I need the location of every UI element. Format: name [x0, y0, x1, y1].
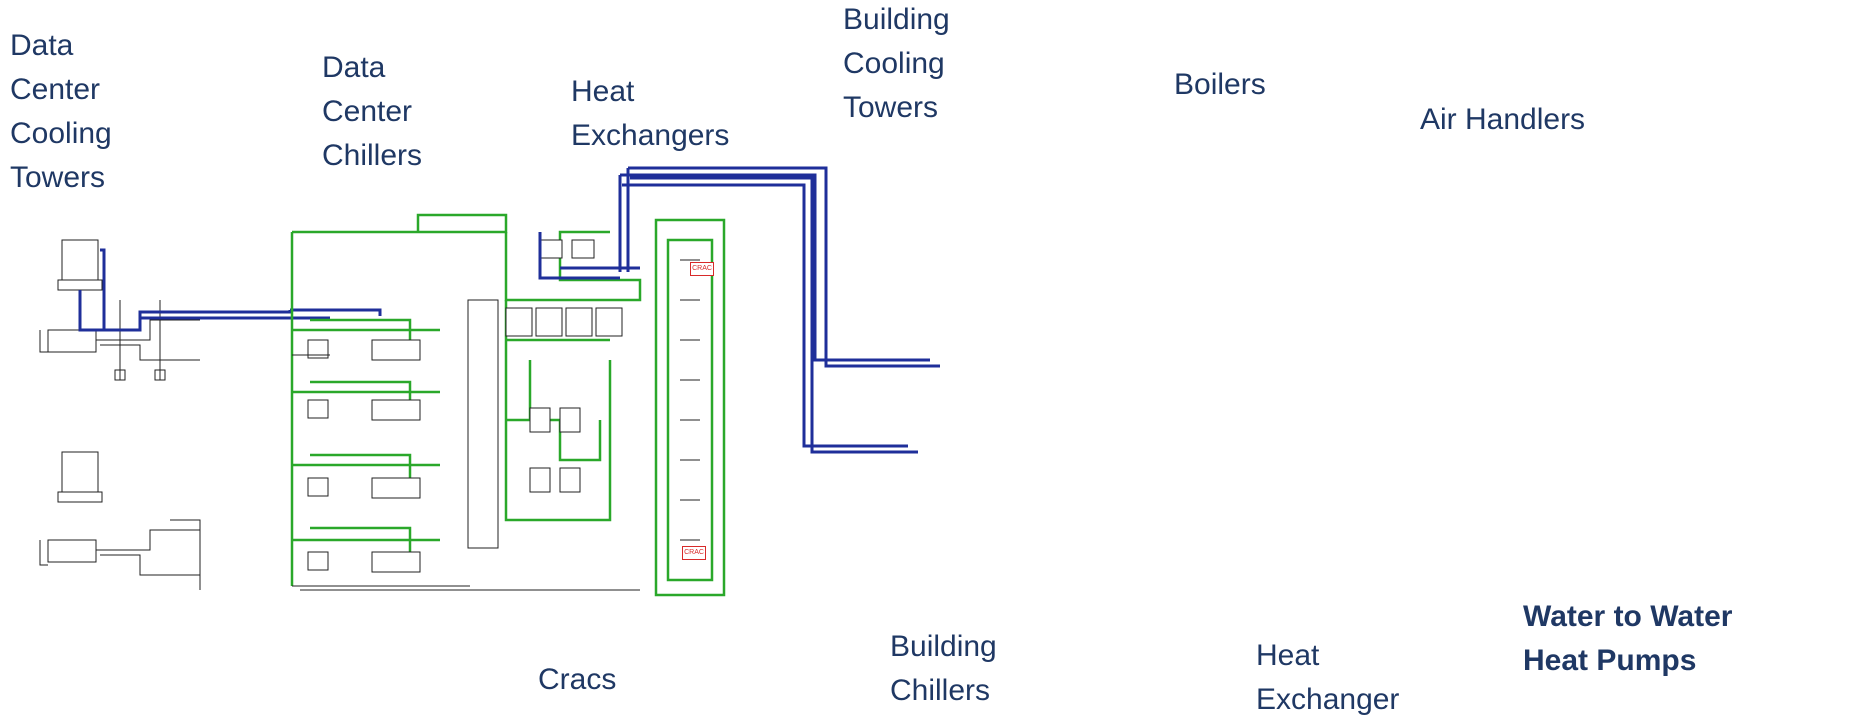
label-line: Cracs	[538, 663, 617, 696]
label-line: Center	[10, 73, 101, 106]
heat-exchanger-bank	[505, 239, 623, 493]
label-wtw-heat-pumps: Water to Water Heat Pumps	[1523, 595, 1732, 683]
label-line: Data	[322, 51, 386, 84]
crac-tag-bottom: CRAC	[682, 546, 706, 560]
label-heat-exchanger: Heat Exchanger	[1256, 634, 1399, 722]
label-line: Building	[890, 630, 997, 663]
label-dc-cooling-towers: Data Center Cooling Towers	[10, 24, 112, 200]
label-line: Data	[10, 29, 74, 62]
label-air-handlers: Air Handlers	[1420, 98, 1585, 142]
label-bldg-cooling-towers: Building Cooling Towers	[843, 0, 950, 130]
label-line: Chillers	[890, 674, 991, 707]
label-line: Cooling	[10, 117, 112, 150]
label-line: Heat	[1256, 639, 1320, 672]
label-line: Air Handlers	[1420, 103, 1586, 136]
crac-column	[680, 259, 700, 541]
label-line: Exchangers	[571, 119, 730, 152]
condenser-loop-left	[78, 248, 382, 332]
chiller-units	[292, 299, 640, 591]
label-line: Exchanger	[1256, 683, 1400, 716]
crac-tag-top: CRAC	[690, 262, 714, 276]
label-line: Cooling	[843, 47, 945, 80]
data-center-cooling-towers	[39, 239, 201, 590]
label-heat-exchangers: Heat Exchangers	[571, 70, 729, 158]
label-line: Water to Water	[1523, 600, 1733, 633]
label-line: Center	[322, 95, 413, 128]
label-boilers: Boilers	[1174, 63, 1266, 107]
label-line: Building	[843, 3, 950, 36]
label-dc-chillers: Data Center Chillers	[322, 46, 422, 178]
label-line: Chillers	[322, 139, 423, 172]
data-center-chiller-loop	[290, 213, 726, 597]
label-cracs: Cracs	[538, 658, 616, 702]
label-line: Heat Pumps	[1523, 644, 1697, 677]
label-bldg-chillers: Building Chillers	[890, 625, 997, 713]
label-line: Towers	[843, 91, 939, 124]
label-line: Towers	[10, 161, 106, 194]
label-line: Heat	[571, 75, 635, 108]
heat-exchanger-condenser-loop	[538, 166, 940, 454]
label-line: Boilers	[1174, 68, 1266, 101]
